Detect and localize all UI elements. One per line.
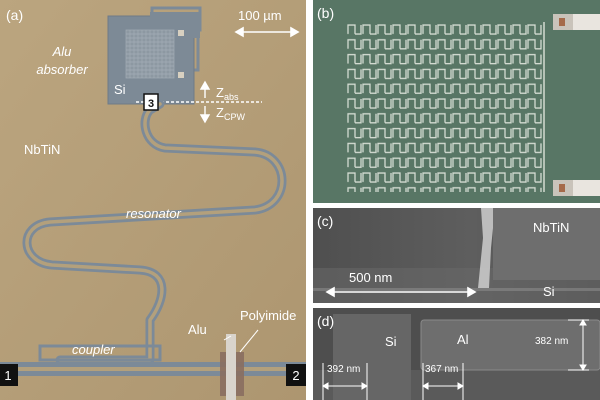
port-1-label: 1: [4, 368, 11, 383]
si-ridge: [333, 314, 411, 400]
alu-label: Alu: [188, 322, 207, 337]
panel-b-label: (b): [317, 5, 334, 21]
panel-d: (d) Si Al 382 nm 392 nm 367 nm: [313, 308, 600, 400]
resonator-meander: [22, 99, 287, 365]
polyimide-label: Polyimide: [240, 308, 296, 323]
al-label-d: Al: [457, 332, 469, 347]
si-label-c: Si: [543, 284, 555, 299]
z-abs-label: Zabs: [216, 85, 239, 102]
scale-arrow-500nm: [325, 286, 477, 298]
box-3: [143, 93, 159, 111]
alu-absorber-label-1: Alu: [52, 44, 72, 59]
scale-bar-label: 100 µm: [238, 8, 282, 23]
nbtin-edge: [478, 208, 495, 288]
scale-bar-arrow: [234, 26, 300, 38]
panel-d-image: (d) Si Al 382 nm 392 nm 367 nm: [313, 308, 600, 400]
nbtin-label: NbTiN: [24, 142, 60, 157]
resonator-label: resonator: [126, 206, 182, 221]
si-label: Si: [114, 82, 126, 97]
alu-absorber-label-2: absorber: [36, 62, 88, 77]
dim-left-label: 392 nm: [327, 364, 360, 375]
panel-b: (b): [313, 0, 600, 203]
panel-a-label: (a): [6, 7, 23, 23]
z-cpw-label: ZCPW: [216, 105, 245, 122]
panel-b-image: (b): [313, 0, 600, 203]
meander-absorber: [347, 22, 542, 192]
z-arrows: [199, 80, 211, 124]
dim-thickness-label: 382 nm: [535, 336, 568, 347]
dimension-arrows: [322, 319, 589, 400]
panel-c: (c) NbTiN 500 nm Si: [313, 208, 600, 303]
box-3-label: 3: [148, 98, 154, 110]
scale-label-500nm: 500 nm: [349, 270, 392, 285]
panel-c-label: (c): [317, 213, 333, 229]
nbtin-label-c: NbTiN: [533, 220, 569, 235]
panel-d-label: (d): [317, 313, 334, 329]
port-2-label: 2: [292, 368, 299, 383]
panel-a: (a) 100 µm Alu absorber Si 3 Zabs ZCPW N…: [0, 0, 306, 400]
absorber-mesh: [125, 29, 175, 79]
coupler-label: coupler: [72, 342, 115, 357]
panel-c-image: (c) NbTiN 500 nm Si: [313, 208, 600, 303]
contact-pads: [553, 14, 600, 196]
panel-a-image: (a) 100 µm Alu absorber Si 3 Zabs ZCPW N…: [0, 0, 306, 400]
si-label-d: Si: [385, 334, 397, 349]
port-2-box: [286, 364, 306, 386]
alu-strip: [226, 334, 236, 400]
port-1-box: [0, 364, 18, 386]
al-layer: [421, 320, 600, 370]
dim-right-label: 367 nm: [425, 364, 458, 375]
